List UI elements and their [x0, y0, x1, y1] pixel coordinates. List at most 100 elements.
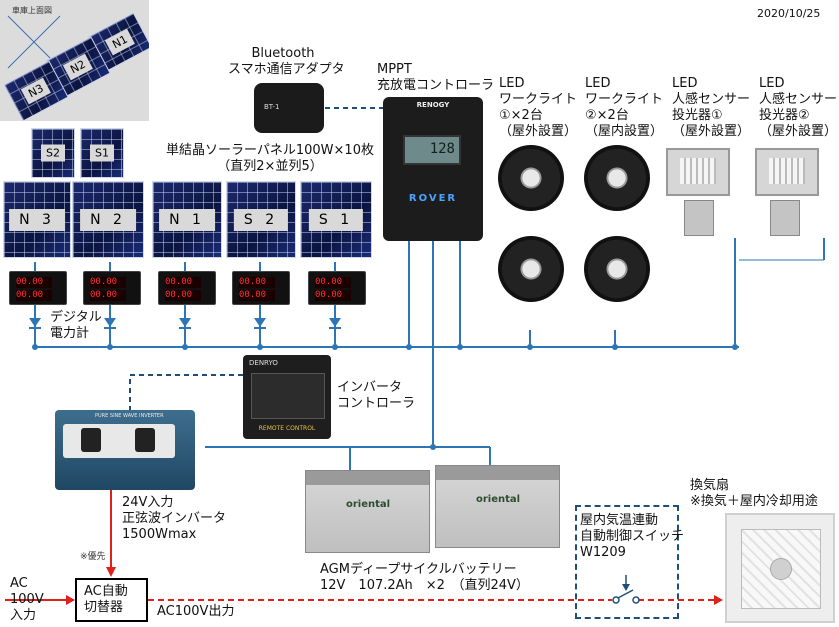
ac-input-label: AC 100V 入力: [10, 576, 44, 624]
meter-top-value: 00.00: [239, 277, 275, 288]
solar-panel-label: S 2: [233, 208, 289, 231]
ventilation-fan-icon: [725, 513, 835, 623]
mppt-controller: RENOGY 128 ROVER: [383, 97, 483, 241]
meter-label: デジタル 電力計: [50, 310, 102, 342]
light-label-line: ワークライト: [585, 92, 664, 107]
floodlight-icon: [755, 148, 819, 196]
light-label-2: LED ワークライト ②×2台 （屋内設置）: [585, 76, 663, 140]
digital-meter: 00.00 00.00: [9, 271, 67, 305]
meter-bottom-value: 00.00: [90, 290, 126, 301]
battery-label-line2: 12V 107.2Ah ×2 （直列24V）: [320, 578, 529, 593]
light-label-line: LED: [759, 76, 785, 91]
fan-label-line1: 換気扇: [690, 478, 730, 493]
floodlight-icon: [666, 148, 730, 196]
inverter-header: PURE SINE WAVE INVERTER: [95, 413, 164, 419]
agm-battery: oriental: [435, 465, 560, 548]
inverter-controller-label-line1: インバータ: [337, 380, 403, 395]
switch-label-line3: W1209: [580, 545, 626, 560]
bluetooth-label: Bluetooth スマホ通信アダプタ: [228, 46, 345, 78]
inverter-controller-panel-text: REMOTE CONTROL: [258, 425, 316, 432]
digital-meter: 00.00 00.00: [83, 271, 141, 305]
ats-label-line1: AC自動: [84, 584, 128, 599]
light-label-line: （屋内設置）: [585, 124, 664, 139]
motion-sensor-icon: [770, 200, 800, 236]
temperature-switch-box: [575, 505, 679, 619]
battery-brand: oriental: [476, 494, 521, 505]
solar-panel-n3b: N 2: [72, 181, 144, 258]
work-light-icon: [584, 236, 650, 302]
ac-output-label: AC100V出力: [157, 604, 235, 619]
inverter-controller: DENRYO REMOTE CONTROL: [243, 355, 331, 439]
solar-panel-n3: N 3: [3, 181, 71, 258]
inverter-label-line3: 1500Wmax: [122, 527, 197, 542]
solar-panel-label: N 3: [9, 208, 65, 231]
meter-bottom-value: 00.00: [315, 290, 351, 301]
light-label-line: （屋外設置）: [499, 124, 578, 139]
ac-auto-switch-box: AC自動 切替器: [75, 578, 148, 622]
mppt-label: MPPT 充放電コントローラ: [377, 62, 494, 94]
fan-label: 換気扇 ※換気＋屋内冷却用途: [690, 478, 818, 510]
solar-caption: 単結晶ソーラーパネル100W×10枚 （直列2×並列5）: [160, 143, 380, 175]
roof-panel-label: S1: [90, 144, 114, 162]
light-label-line: （屋外設置）: [759, 124, 838, 139]
digital-meter: 00.00 00.00: [232, 271, 290, 305]
agm-battery: oriental: [305, 470, 430, 553]
light-label-1: LED ワークライト ①×2台 （屋外設置）: [499, 76, 577, 140]
light-label-line: ②×2台: [585, 108, 629, 123]
bluetooth-device-label: BT-1: [264, 103, 280, 111]
motion-sensor-icon: [684, 200, 714, 236]
ac-input-line2: 100V: [10, 592, 44, 607]
ac-input-line3: 入力: [10, 608, 37, 623]
meter-bottom-value: 00.00: [165, 290, 201, 301]
light-label-line: 投光器②: [759, 108, 810, 123]
meter-top-value: 00.00: [90, 277, 126, 288]
roof-panel-s2: S2: [31, 128, 75, 178]
inverter-controller-brand: DENRYO: [249, 359, 278, 367]
ats-label: AC自動 切替器: [84, 584, 128, 616]
light-label-line: LED: [672, 76, 698, 91]
roof-top-view: 車庫上面図 N1 N2 N3: [0, 0, 149, 121]
light-label-line: ①×2台: [499, 108, 543, 123]
light-label-4: LED 人感センサー 投光器② （屋外設置）: [759, 76, 837, 140]
battery-label: AGMディープサイクルバッテリー 12V 107.2Ah ×2 （直列24V）: [320, 562, 529, 594]
roof-panel-label: S2: [41, 144, 65, 162]
meter-label-line2: 電力計: [50, 326, 90, 341]
light-label-line: LED: [585, 76, 611, 91]
inverter-controller-label: インバータ コントローラ: [337, 380, 415, 412]
fan-label-line2: ※換気＋屋内冷却用途: [690, 494, 818, 509]
meter-top-value: 00.00: [315, 277, 351, 288]
battery-brand: oriental: [346, 499, 391, 510]
meter-top-value: 00.00: [16, 277, 52, 288]
mppt-label-line1: MPPT: [377, 62, 412, 77]
bluetooth-adapter: BT-1: [254, 83, 324, 133]
roof-caption: 車庫上面図: [12, 6, 52, 15]
inverter-label-line1: 24V入力: [122, 495, 174, 510]
work-light-icon: [498, 145, 564, 211]
solar-caption-line1: 単結晶ソーラーパネル100W×10枚: [166, 143, 374, 158]
mppt-screen: 128: [403, 135, 461, 165]
inverter-controller-label-line2: コントローラ: [337, 396, 416, 411]
light-label-line: 人感センサー: [672, 92, 751, 107]
bluetooth-label-line2: スマホ通信アダプタ: [228, 62, 345, 77]
solar-caption-line2: （直列2×並列5）: [217, 159, 323, 174]
meter-top-value: 00.00: [165, 277, 201, 288]
battery-label-line1: AGMディープサイクルバッテリー: [320, 562, 517, 577]
meter-label-line1: デジタル: [50, 310, 102, 325]
work-light-icon: [498, 236, 564, 302]
light-label-line: LED: [499, 76, 525, 91]
solar-panel-label: N 1: [159, 208, 215, 231]
light-label-line: ワークライト: [499, 92, 578, 107]
switch-label-line2: 自動制御スイッチ: [580, 529, 685, 544]
mppt-display-value: 128: [429, 141, 455, 157]
light-label-line: 人感センサー: [759, 92, 838, 107]
meter-bottom-value: 00.00: [16, 290, 52, 301]
inverter-label: 24V入力 正弦波インバータ 1500Wmax: [122, 495, 226, 543]
light-label-line: 投光器①: [672, 108, 723, 123]
ac-input-line1: AC: [10, 576, 28, 591]
switch-label-line1: 屋内気温連動: [580, 513, 659, 528]
meter-bottom-value: 00.00: [239, 290, 275, 301]
solar-panel-label: S 1: [308, 208, 364, 231]
priority-note: ※優先: [80, 552, 106, 562]
solar-panel-s2: S 2: [226, 181, 296, 258]
